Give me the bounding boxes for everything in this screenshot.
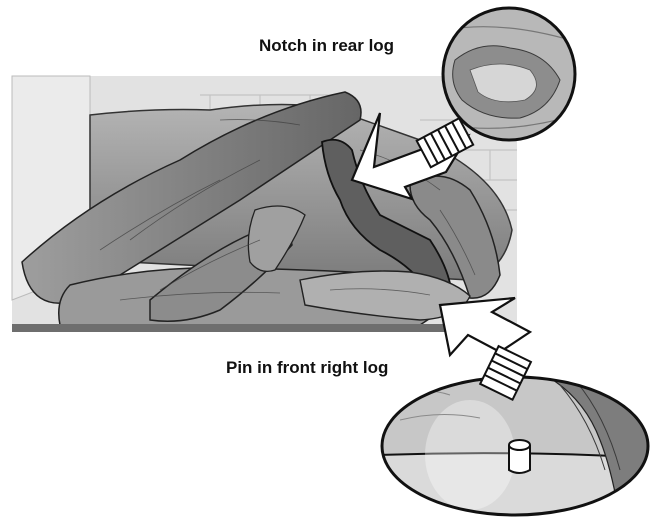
fireplace-scene [12, 76, 517, 332]
pin-label: Pin in front right log [226, 358, 388, 378]
hearth-strip [12, 324, 517, 332]
notch-label: Notch in rear log [259, 36, 394, 56]
pin-marker [509, 440, 530, 473]
